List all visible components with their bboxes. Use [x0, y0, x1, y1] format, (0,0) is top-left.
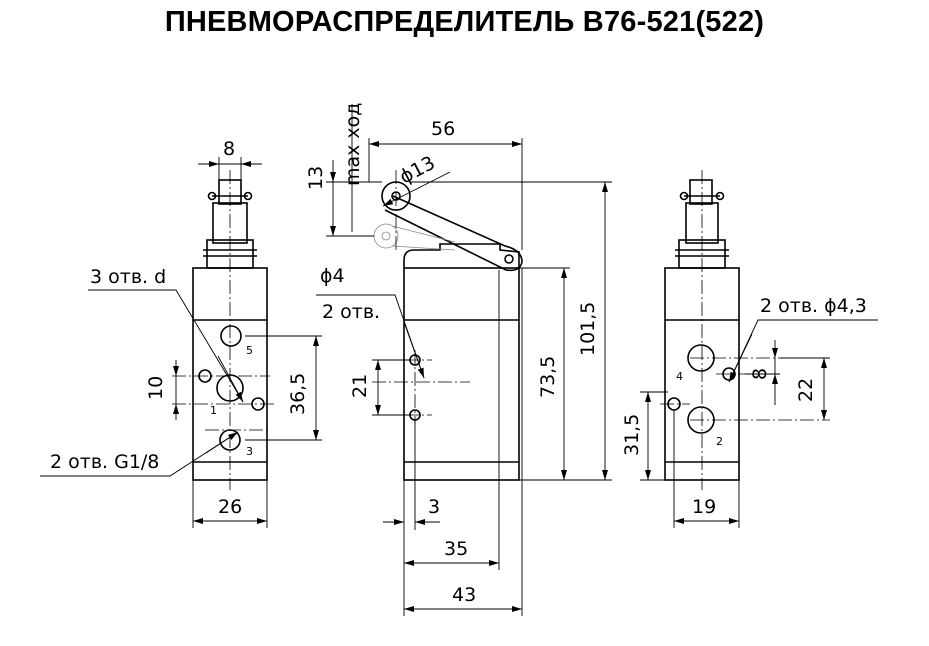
dim-36-5-label: 36,5 [287, 373, 309, 415]
port-4-label: 4 [676, 370, 683, 383]
dim-101-5-label: 101,5 [577, 302, 599, 356]
dim-21-label: 21 [349, 374, 371, 398]
dim-22-label: 22 [795, 378, 817, 402]
port-5-label: 5 [246, 344, 253, 357]
port-2-label: 2 [716, 435, 723, 448]
holes-d-label: 3 отв. d [90, 266, 166, 288]
dim-26-label: 26 [218, 496, 242, 518]
dim-10-label: 10 [145, 376, 167, 400]
middle-view: 56 max ход 13 ϕ13 ϕ4 2 отв. 21 73,5 101,… [305, 103, 612, 616]
holes-g18-label: 2 отв. G1/8 [50, 451, 159, 473]
port-3-label: 3 [246, 445, 253, 458]
page-title: ПНЕВМОРАСПРЕДЕЛИТЕЛЬ В76-521(522) [164, 6, 765, 38]
port-5-hole [220, 325, 242, 347]
port-1-hole [216, 374, 244, 402]
two-holes-label: 2 отв. [322, 301, 380, 323]
right-view: 4 2 2 отв. ϕ4,3 8 22 31,5 19 [621, 170, 878, 528]
middle-body [403, 267, 520, 481]
dim-8-right-label: 8 [749, 368, 771, 380]
left-view: 8 3 отв. d 10 36,5 2 отв. G1/8 5 1 3 26 [40, 138, 322, 528]
dim-8-label: 8 [223, 138, 235, 160]
dim-35-label: 35 [444, 538, 468, 560]
dim-43-label: 43 [452, 584, 476, 606]
dim-13-label: 13 [305, 166, 327, 190]
dim-phi13-label: ϕ13 [396, 152, 439, 189]
dim-31-5-label: 31,5 [621, 414, 643, 456]
dim-73-5-label: 73,5 [537, 356, 559, 398]
max-stroke-label: max ход [342, 103, 364, 186]
port-1-label: 1 [210, 404, 217, 417]
dim-19-label: 19 [692, 496, 716, 518]
holes-phi43-label: 2 отв. ϕ4,3 [760, 295, 867, 317]
dim-56-label: 56 [431, 118, 455, 140]
dim-3-label: 3 [428, 496, 440, 518]
phi4-label: ϕ4 [320, 265, 345, 287]
